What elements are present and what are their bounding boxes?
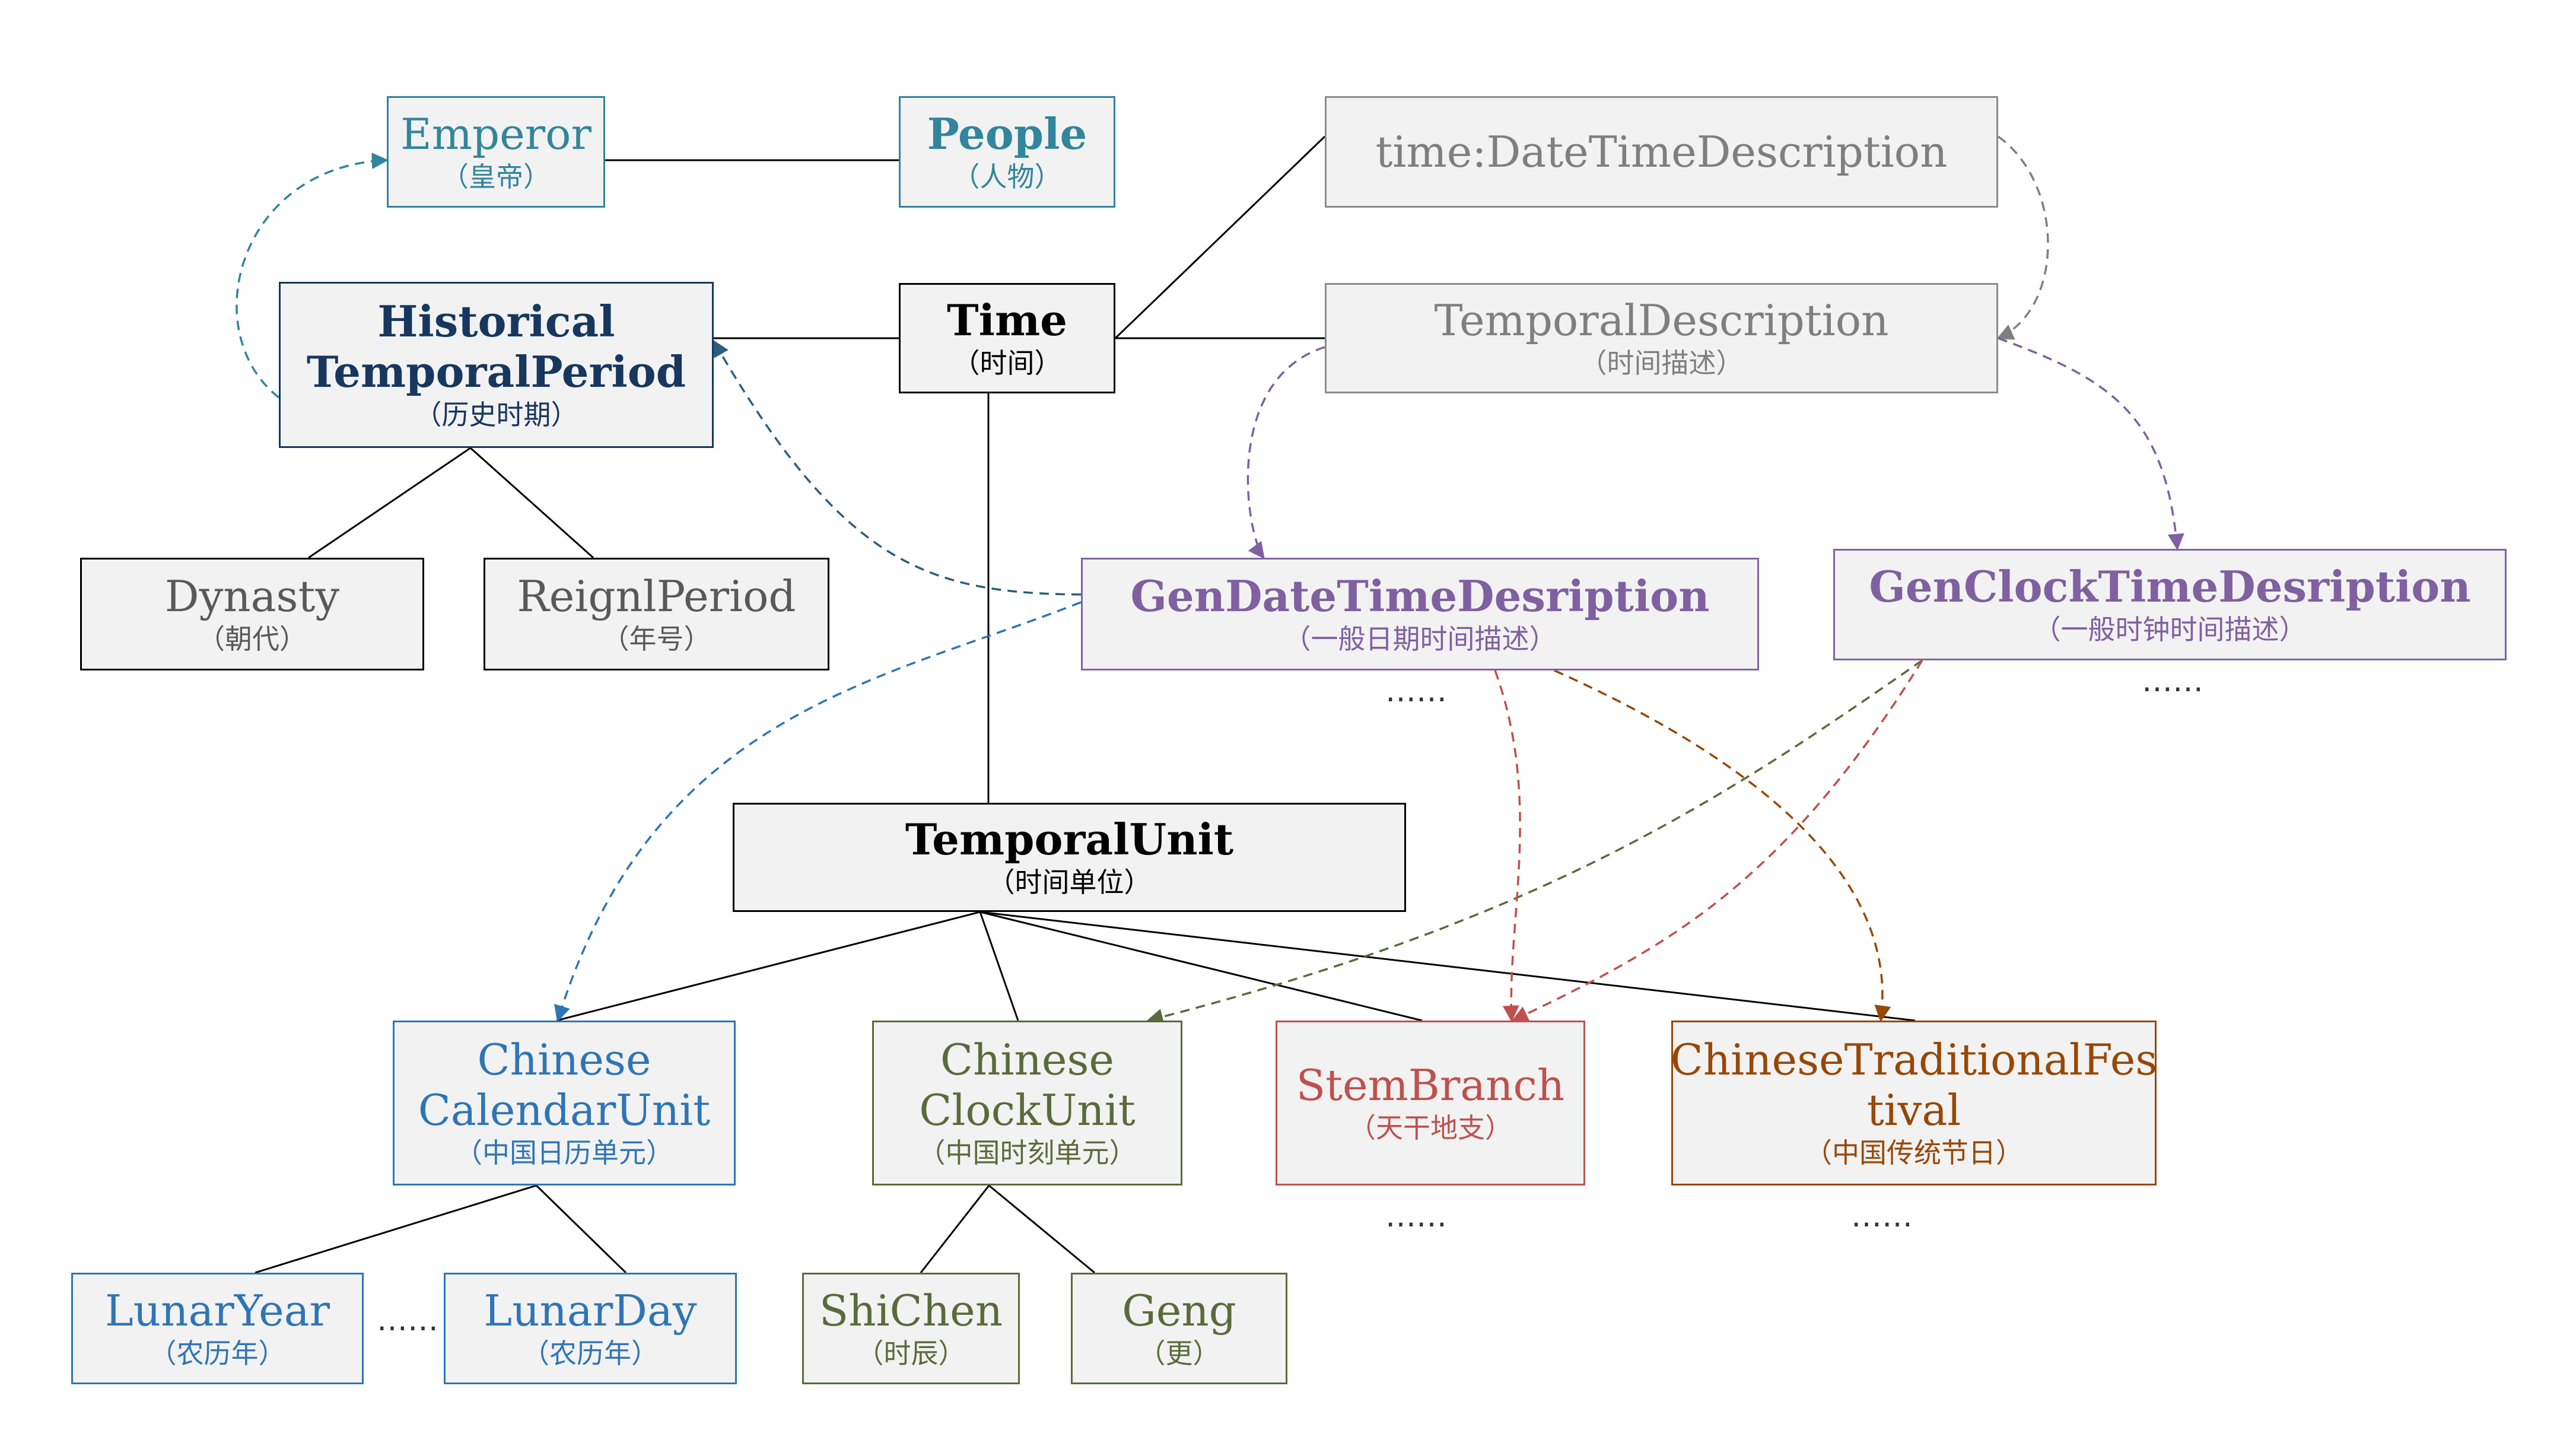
- node-reign-period[interactable]: ReignlPeriod （年号）: [484, 558, 829, 670]
- link-unit-festival: [979, 911, 1916, 1022]
- calendar-unit-label-line1: Chinese: [477, 1035, 651, 1085]
- node-stem-branch[interactable]: StemBranch （天干地支）: [1276, 1021, 1585, 1185]
- dashed-gendate-historical: [713, 339, 1082, 596]
- geng-label-zh: （更）: [1138, 1337, 1220, 1369]
- node-shichen[interactable]: ShiChen （时辰）: [802, 1273, 1020, 1384]
- node-chinese-clock-unit[interactable]: Chinese ClockUnit （中国时刻单元）: [872, 1021, 1182, 1185]
- node-historical-temporal-period[interactable]: Historical TemporalPeriod （历史时期）: [279, 282, 714, 448]
- dashed-gendate-festival: [1554, 669, 1891, 1022]
- ellipsis-gen-clock: ……: [2142, 663, 2203, 699]
- link-clock-geng: [988, 1184, 1095, 1274]
- ellipsis-gen-date: ……: [1385, 673, 1447, 709]
- node-lunar-year[interactable]: LunarYear （农历年）: [71, 1273, 364, 1384]
- festival-label-line1: ChineseTraditionalFes: [1670, 1035, 2158, 1085]
- time-label: Time: [947, 294, 1067, 345]
- temporal-unit-label: TemporalUnit: [905, 813, 1234, 864]
- reign-label: ReignlPeriod: [517, 571, 796, 621]
- link-time-datetimedesc: [1114, 135, 1326, 339]
- node-datetime-description[interactable]: time:DateTimeDescription: [1325, 96, 1998, 208]
- dashed-genclock-clock: [1146, 659, 1923, 1025]
- emperor-label: Emperor: [400, 109, 591, 159]
- stem-branch-label: StemBranch: [1296, 1060, 1565, 1110]
- festival-label-zh: （中国传统节日）: [1805, 1137, 2023, 1169]
- lunar-year-label-zh: （农历年）: [149, 1337, 286, 1369]
- gen-date-label-zh: （一般日期时间描述）: [1283, 622, 1557, 655]
- lunar-day-label-zh: （农历年）: [522, 1337, 659, 1369]
- geng-label: Geng: [1122, 1285, 1236, 1336]
- dashed-historical-emperor: [236, 152, 389, 399]
- dashed-temporaldesc-gendate: [1246, 346, 1325, 560]
- people-label-zh: （人物）: [952, 160, 1062, 193]
- node-chinese-traditional-festival[interactable]: ChineseTraditionalFes tival （中国传统节日）: [1671, 1021, 2157, 1185]
- gen-clock-label-zh: （一般时钟时间描述）: [2033, 613, 2307, 646]
- historical-label-zh: （历史时期）: [414, 399, 578, 431]
- lunar-day-label: LunarDay: [484, 1285, 697, 1336]
- gen-clock-label: GenClockTimeDesription: [1869, 561, 2471, 612]
- gen-date-label: GenDateTimeDesription: [1130, 570, 1710, 621]
- node-people[interactable]: People （人物）: [899, 96, 1115, 208]
- temporal-description-label-zh: （时间描述）: [1579, 347, 1744, 379]
- link-unit-stembranch: [979, 911, 1423, 1022]
- shichen-label-zh: （时辰）: [856, 1337, 966, 1369]
- link-calendar-lunaryear: [255, 1184, 537, 1274]
- node-dynasty[interactable]: Dynasty （朝代）: [80, 558, 424, 670]
- stem-branch-label-zh: （天干地支）: [1349, 1111, 1512, 1144]
- link-historical-reign: [470, 447, 594, 559]
- node-lunar-day[interactable]: LunarDay （农历年）: [444, 1273, 737, 1384]
- node-geng[interactable]: Geng （更）: [1071, 1273, 1287, 1384]
- node-gen-clock-time-description[interactable]: GenClockTimeDesription （一般时钟时间描述）: [1833, 549, 2507, 660]
- festival-label-line2: tival: [1866, 1085, 1961, 1136]
- time-label-zh: （时间）: [952, 347, 1062, 379]
- node-emperor[interactable]: Emperor （皇帝）: [387, 96, 605, 208]
- calendar-unit-label-line2: CalendarUnit: [418, 1085, 711, 1136]
- link-clock-shichen: [920, 1185, 990, 1273]
- temporal-unit-label-zh: （时间单位）: [987, 866, 1152, 898]
- temporal-description-label: TemporalDescription: [1434, 295, 1889, 345]
- calendar-unit-label-zh: （中国日历单元）: [455, 1137, 673, 1169]
- node-temporal-unit[interactable]: TemporalUnit （时间单位）: [733, 803, 1406, 912]
- dashed-datetimedesc-temporaldesc: [1996, 135, 2049, 340]
- dashed-gendate-calendar: [554, 601, 1082, 1022]
- node-time[interactable]: Time （时间）: [899, 283, 1115, 393]
- emperor-label-zh: （皇帝）: [441, 160, 551, 193]
- historical-label-line1: Historical: [377, 296, 615, 347]
- dynasty-label-zh: （朝代）: [198, 622, 307, 655]
- clock-unit-label-line2: ClockUnit: [919, 1085, 1136, 1136]
- link-unit-calendar: [556, 911, 981, 1022]
- link-historical-dynasty: [308, 447, 471, 559]
- dashed-gendate-stembranch: [1494, 670, 1521, 1022]
- clock-unit-label-line1: Chinese: [940, 1035, 1115, 1085]
- link-unit-clock: [979, 911, 1019, 1021]
- node-chinese-calendar-unit[interactable]: Chinese CalendarUnit （中国日历单元）: [393, 1021, 736, 1185]
- dynasty-label: Dynasty: [164, 571, 340, 621]
- ellipsis-lunar: ……: [377, 1302, 438, 1338]
- dashed-temporaldesc-genclock: [1998, 337, 2184, 551]
- lunar-year-label: LunarYear: [104, 1285, 330, 1336]
- ellipsis-stem-branch: ……: [1385, 1199, 1447, 1234]
- reign-label-zh: （年号）: [602, 622, 711, 655]
- people-label: People: [927, 108, 1087, 159]
- link-calendar-lunarday: [535, 1184, 627, 1274]
- node-temporal-description[interactable]: TemporalDescription （时间描述）: [1325, 283, 1998, 393]
- dashed-genclock-stembranch: [1511, 660, 1923, 1022]
- datetime-description-label: time:DateTimeDescription: [1375, 126, 1948, 177]
- ellipsis-festival: ……: [1851, 1199, 1913, 1234]
- node-gen-date-time-description[interactable]: GenDateTimeDesription （一般日期时间描述）: [1081, 558, 1759, 670]
- historical-label-line2: TemporalPeriod: [306, 347, 686, 398]
- shichen-label: ShiChen: [819, 1285, 1003, 1336]
- clock-unit-label-zh: （中国时刻单元）: [918, 1137, 1137, 1169]
